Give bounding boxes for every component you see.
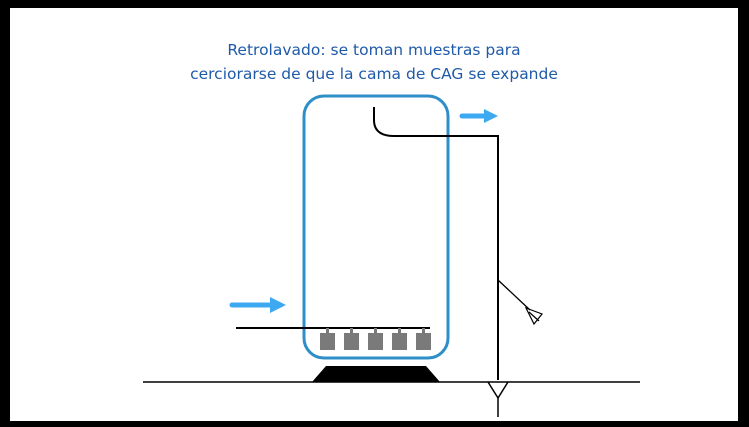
caption-line-1: Retrolavado: se toman muestras para (227, 41, 521, 59)
nozzle-stem (422, 328, 425, 333)
caption-line-2: cerciorarse de que la cama de CAG se exp… (190, 65, 558, 83)
nozzle (368, 333, 383, 350)
nozzle-stem (350, 328, 353, 333)
filter-vessel (302, 94, 450, 360)
nozzle-stem (326, 328, 329, 333)
diagram-frame: Retrolavado: se toman muestras para cerc… (10, 8, 738, 421)
nozzle-stem (398, 328, 401, 333)
diagram-caption: Retrolavado: se toman muestras para cerc… (10, 38, 738, 86)
backwash-diagram (143, 94, 640, 417)
drain-funnel (487, 381, 509, 417)
underdrain-nozzles (320, 328, 431, 350)
nozzle-stem (374, 328, 377, 333)
inlet-flow-arrow (229, 297, 286, 313)
outlet-flow-arrow (459, 109, 498, 123)
sample-collector-pipe (373, 107, 499, 380)
nozzle (320, 333, 335, 350)
nozzle (392, 333, 407, 350)
nozzle (416, 333, 431, 350)
nozzle (344, 333, 359, 350)
vessel-base (312, 366, 440, 382)
sample-valve (497, 279, 543, 326)
